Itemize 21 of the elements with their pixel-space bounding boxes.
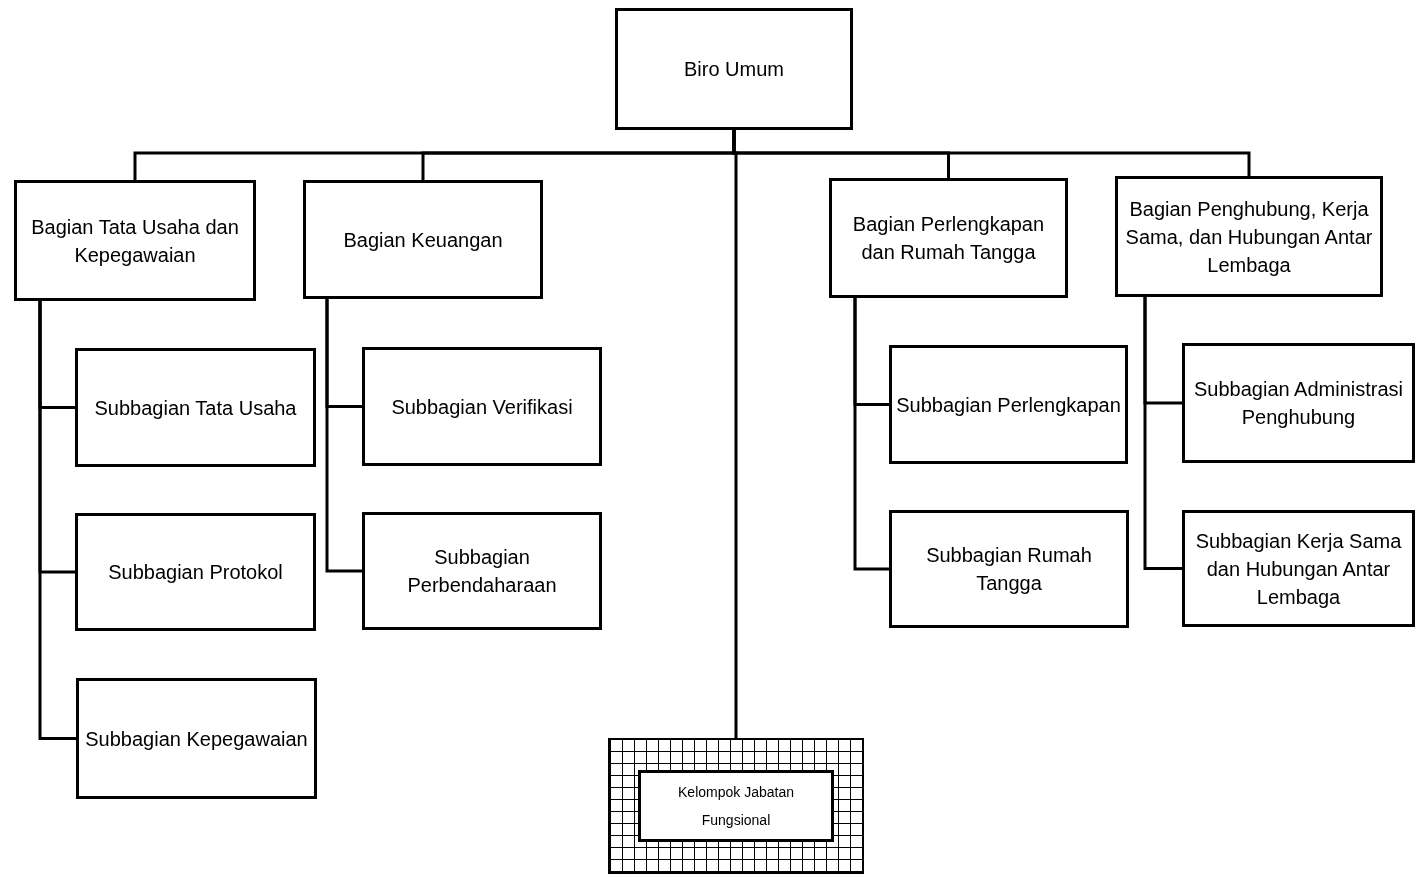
unit-box: Bagian Tata Usaha dan Kepegawaian [14,180,256,301]
connector-line [325,299,362,573]
unit-box: Subbagian Kerja Sama dan Hubungan Antar Lembaga [1182,510,1415,627]
unit-box: Subbagian Perlengkapan [889,345,1128,464]
unit-box: Subbagian Tata Usaha [75,348,316,467]
head-unit-box: Biro Umum [615,8,853,130]
unit-box: Bagian Perlengkapan dan Rumah Tangga [829,178,1068,298]
connector-line [38,301,76,740]
unit-box: Subbagian Protokol [75,513,316,631]
unit-label-box: Kelompok Jabatan Fungsional [638,770,834,842]
unit-box: Bagian Penghubung, Kerja Sama, dan Hubungan Antar Lembaga [1115,176,1383,297]
unit-box: Bagian Keuangan [303,180,543,299]
grid-pattern-frame [608,738,864,874]
unit-box: Subbagian Rumah Tangga [889,510,1129,628]
unit-box: Subbagian Verifikasi [362,347,602,466]
connector-line [853,298,889,571]
unit-box: Subbagian Kepegawaian [76,678,317,799]
unit-box: Subbagian Perbendaharaan [362,512,602,630]
unit-box: Subbagian Administrasi Penghubung [1182,343,1415,463]
connector-line [732,130,738,738]
connector-line [1143,297,1182,570]
